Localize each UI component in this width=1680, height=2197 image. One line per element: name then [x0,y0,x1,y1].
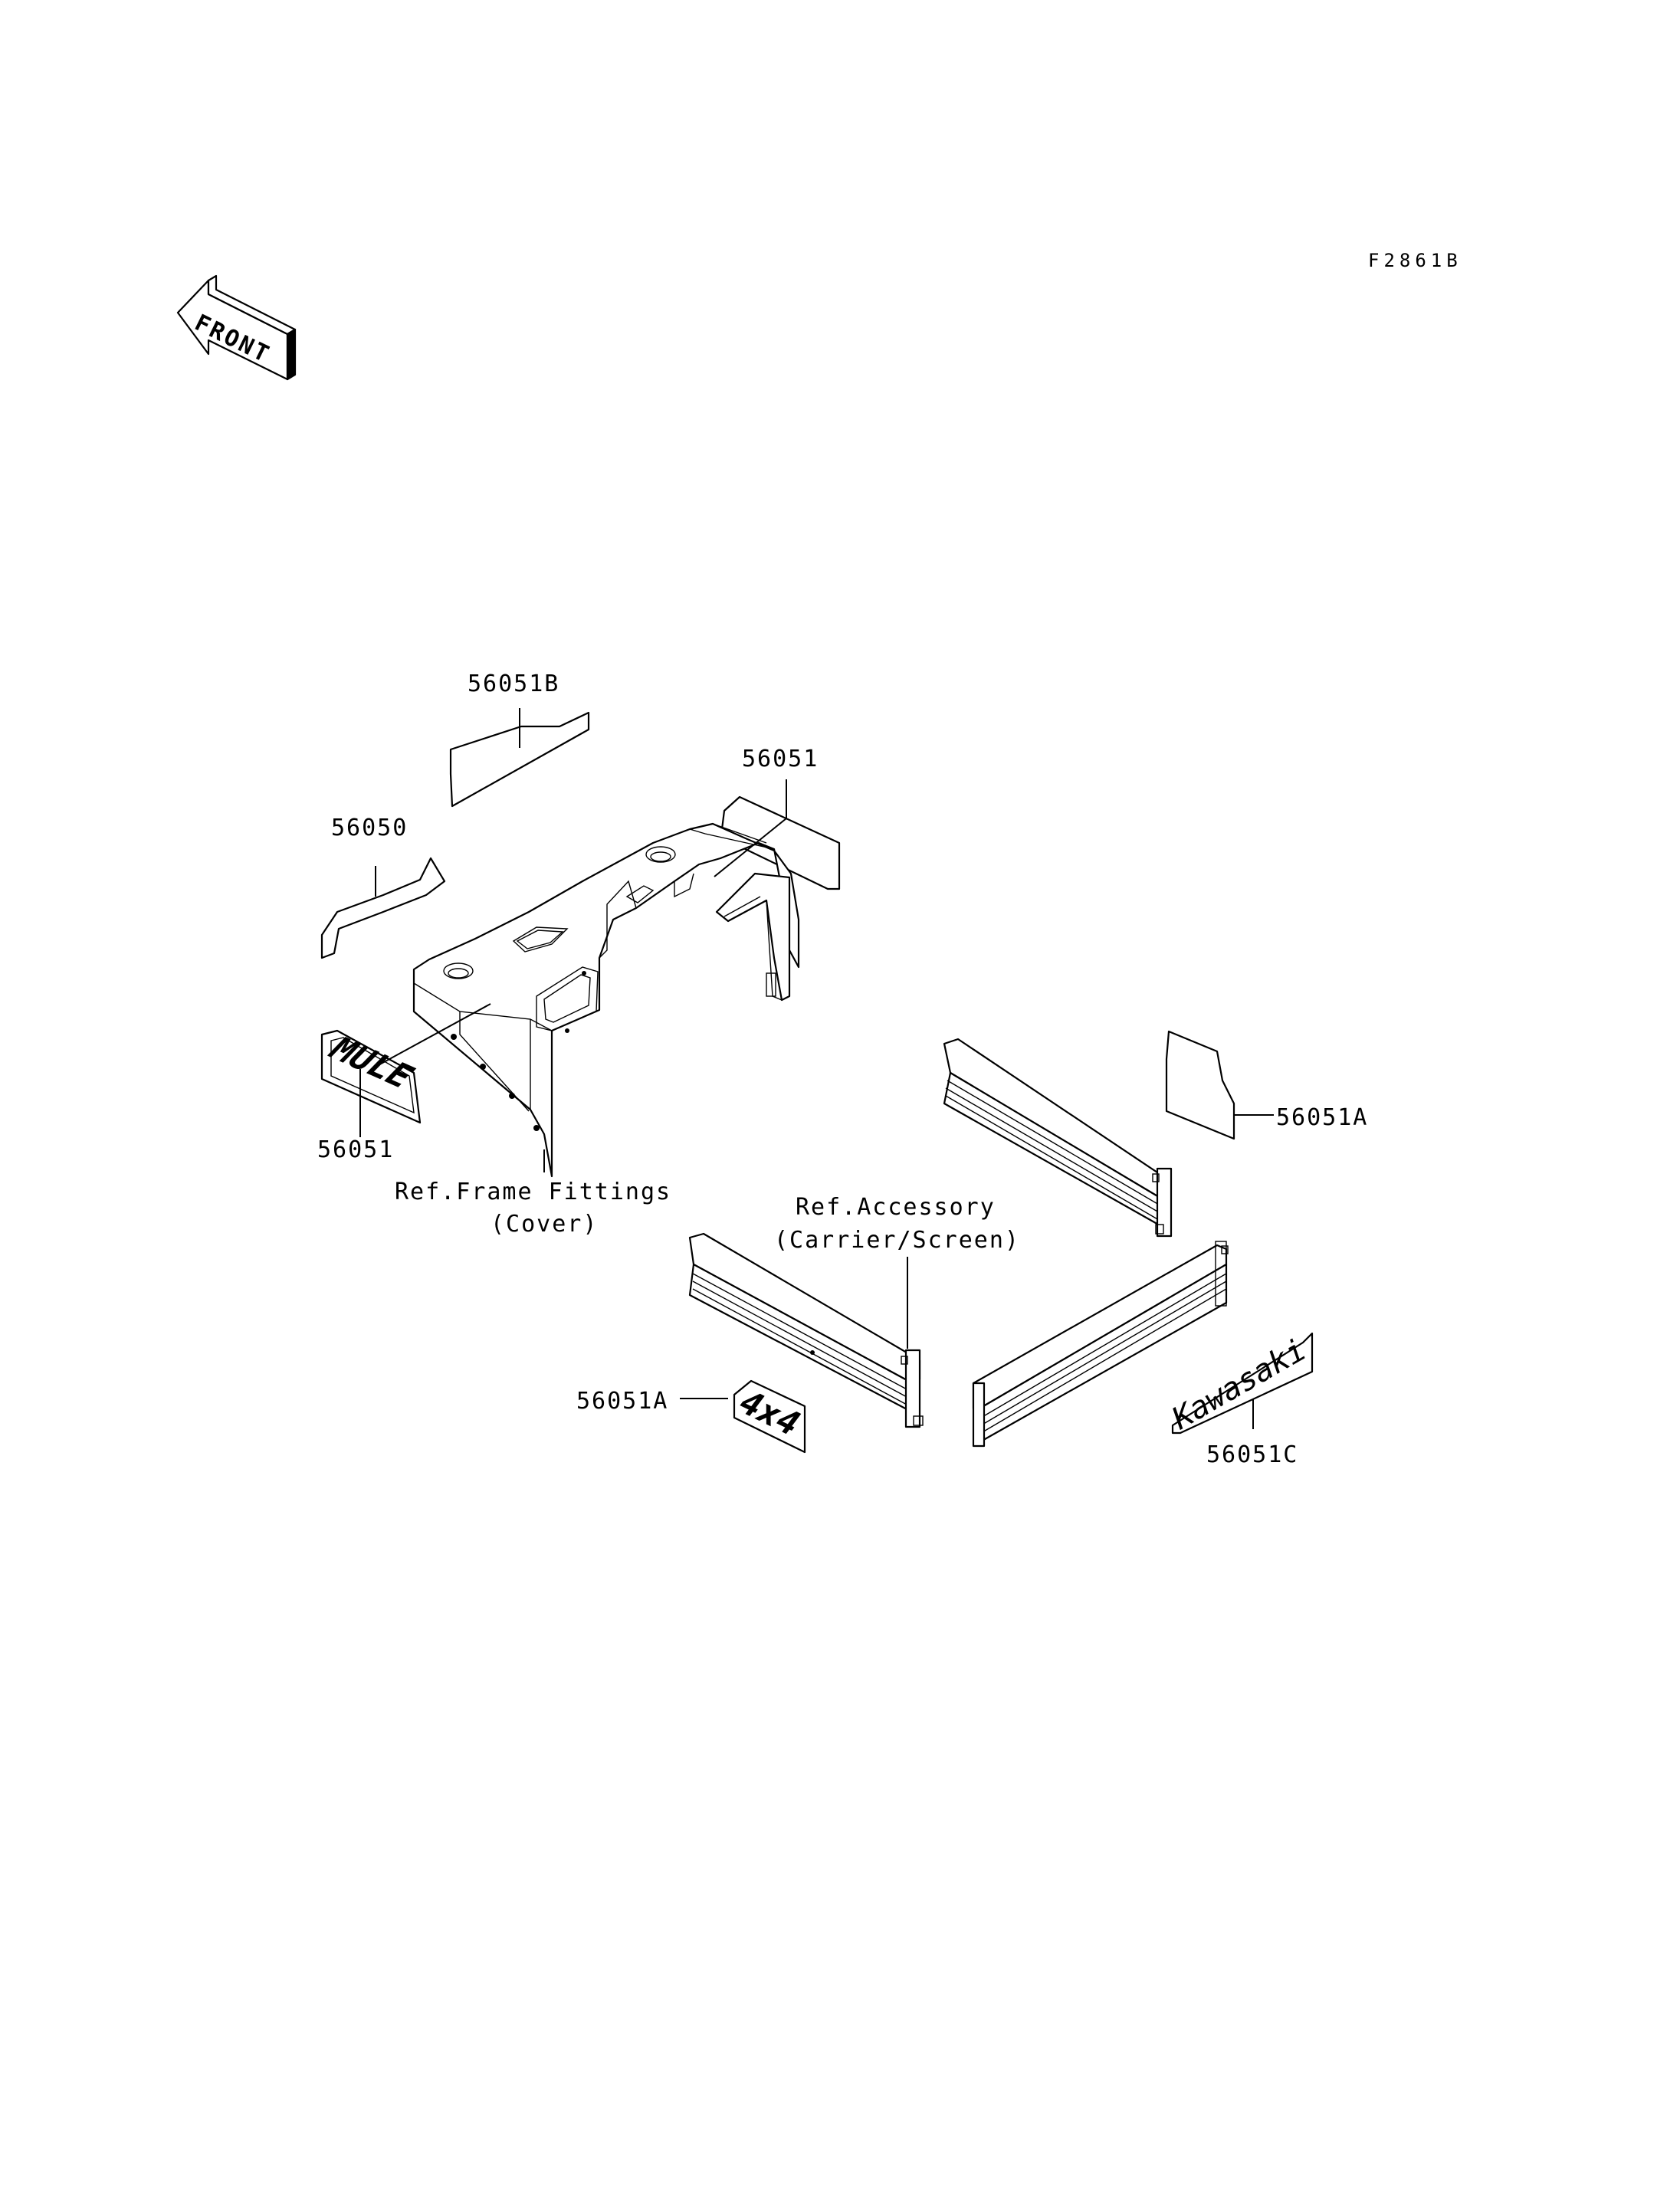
callout-56051C: 56051C [1206,1441,1298,1468]
decal-mule: MULE [320,1030,422,1124]
kawasaki-decal-text: Kawasaki [1166,1332,1312,1437]
decal-kawasaki: Kawasaki [1166,1332,1314,1437]
decal-56051B [449,711,590,808]
callout-56050: 56050 [331,815,408,841]
decal-4x4: 4x4 [733,1379,806,1454]
decal-56050 [320,857,446,959]
callout-56051-mule: 56051 [317,1136,394,1163]
ref-frame-fittings-cover: (Cover) [491,1211,598,1238]
decal-56051A-right [1165,1030,1235,1140]
callout-56051-top: 56051 [742,746,819,772]
screen-panel-rear [943,1038,1173,1238]
ref-accessory: Ref.Accessory [796,1194,996,1221]
screen-panel-left [688,1232,924,1428]
leader-lines [359,708,1274,1429]
ref-frame-fittings: Ref.Frame Fittings [395,1179,671,1205]
callout-56051A-4x4: 56051A [576,1388,668,1415]
callout-56051A-right: 56051A [1276,1104,1368,1131]
callout-56051B: 56051B [468,671,559,697]
ref-accessory-carrier-screen: (Carrier/Screen) [774,1227,1020,1254]
front-arrow-icon: FRONT [176,274,297,381]
screen-panel-right [972,1241,1229,1448]
cover-assembly [412,822,800,1178]
figure-code: F2861B [1368,250,1462,271]
